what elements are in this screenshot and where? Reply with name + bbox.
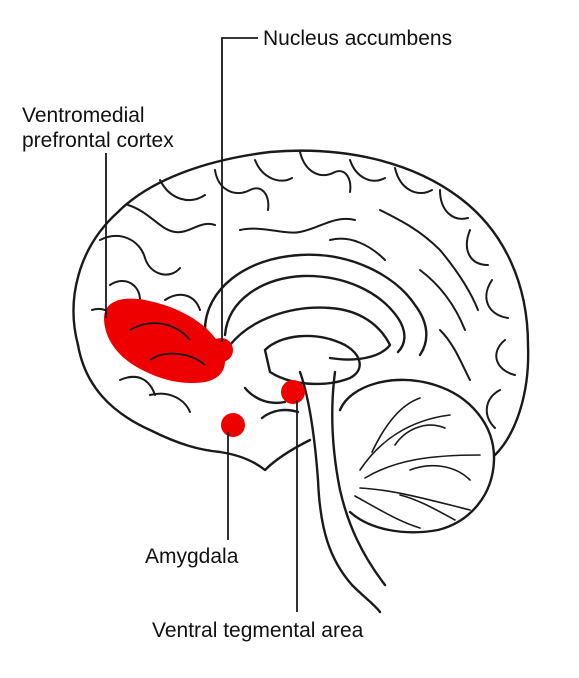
vmpfc-region <box>104 298 225 384</box>
brainstem-outline <box>298 370 382 614</box>
brain-outline <box>72 149 530 457</box>
corpus-callosum <box>203 253 428 357</box>
hypothalamus-outline <box>243 386 300 420</box>
fornix <box>228 306 392 361</box>
cerebellum-outline <box>338 378 496 534</box>
amygdala-label: Amygdala <box>145 545 239 568</box>
brainstem-outline-posterior <box>331 370 387 587</box>
nucleus-accumbens-dot <box>209 338 233 362</box>
amygdala-dot <box>221 413 245 437</box>
nucleus-accumbens-leader <box>221 37 258 342</box>
vmpfc-sulcus-overlay <box>129 322 206 366</box>
vmpfc-label-line1: Ventromedial <box>22 104 145 127</box>
vta-label: Ventral tegmental area <box>152 619 364 642</box>
cerebellum-arbor <box>354 397 481 529</box>
vmpfc-label-line2: prefrontal cortex <box>22 129 174 152</box>
vta-dot <box>281 380 305 404</box>
vmpfc-label: Ventromedial prefrontal cortex <box>22 103 174 153</box>
sulci <box>91 151 516 429</box>
nucleus-accumbens-label: Nucleus accumbens <box>263 27 453 50</box>
corpus-callosum-inner <box>223 274 406 354</box>
temporal-lobe-outline <box>76 343 312 472</box>
